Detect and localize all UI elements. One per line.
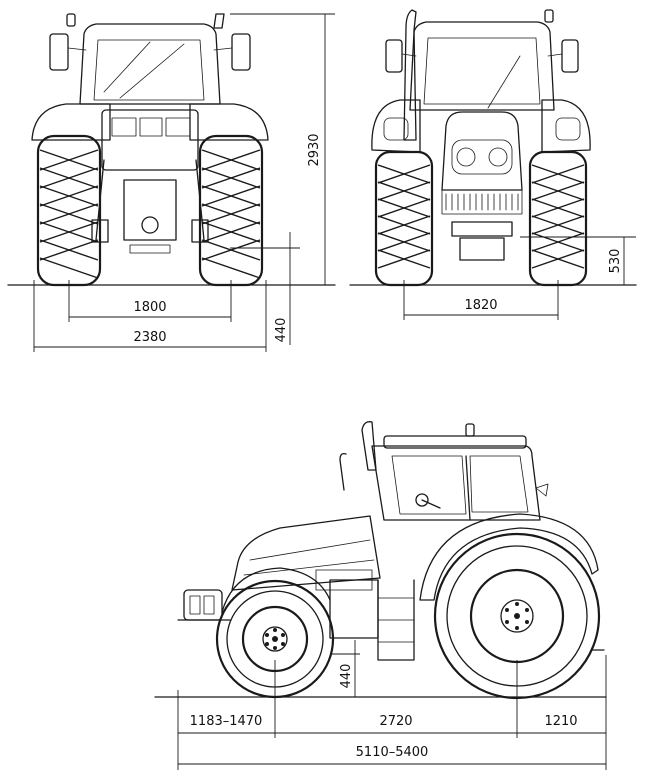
rear-cab (49, 13, 251, 105)
dim-side-ground-clearance: 440 (330, 640, 360, 697)
rear-hitch (91, 109, 209, 254)
side-steering-wheel (415, 493, 429, 507)
rear-exhaust (213, 13, 225, 29)
dim-front-track-label: 1820 (464, 298, 497, 313)
rear-left-beacon (66, 13, 76, 27)
dim-front-axle-clearance: 530 (520, 236, 636, 285)
dim-front-track: 1820 (403, 280, 559, 320)
dim-rear-overall-width-label: 2380 (133, 330, 166, 345)
dim-side-ground-clearance-label: 440 (339, 664, 354, 689)
dim-rear-overhang-label: 1210 (544, 714, 577, 729)
dim-rear-track: 1800 (68, 280, 232, 322)
dim-overall-height: 2930 (230, 13, 335, 285)
side-exhaust (361, 421, 377, 471)
front-right-mirror (561, 39, 579, 73)
dim-rear-track-label: 1800 (133, 300, 166, 315)
dim-overall-length: 5110–5400 (178, 745, 606, 765)
dim-side-segments: 1183–1470 2720 1210 (178, 714, 606, 734)
front-right-tyre (528, 150, 588, 287)
side-cab-roof (383, 435, 527, 449)
rear-view: 2930 440 1800 2380 (7, 13, 336, 352)
side-beacon (465, 423, 475, 437)
side-front-weights (177, 589, 231, 621)
rear-left-mirror (49, 33, 69, 71)
side-front-fender (221, 567, 331, 613)
dim-rear-ground-clearance: 440 (230, 232, 300, 345)
rear-left-fender (31, 103, 111, 141)
side-cab (339, 421, 549, 521)
rear-right-fender (189, 103, 269, 141)
rear-right-tyre (198, 134, 264, 287)
dim-rear-overall-width: 2380 (33, 280, 267, 352)
side-view: 440 1183–1470 2720 1210 5110–5400 (154, 421, 607, 770)
front-view: 530 1820 (349, 9, 637, 320)
front-beacon (544, 9, 554, 23)
rear-left-tyre (36, 134, 102, 287)
dim-wheelbase-label: 2720 (379, 714, 412, 729)
front-exhaust (403, 9, 417, 141)
dim-rear-ground-clearance-label: 440 (274, 318, 289, 343)
dim-overall-length-label: 5110–5400 (356, 745, 429, 760)
front-left-mirror (385, 39, 403, 73)
dim-front-axle-clearance-label: 530 (608, 249, 623, 274)
front-left-tyre (374, 150, 434, 287)
side-mirror-arm (339, 452, 347, 491)
dim-front-overhang-label: 1183–1470 (190, 714, 263, 729)
side-steps (329, 579, 415, 661)
front-cab (385, 9, 579, 141)
front-grille (383, 111, 581, 261)
rear-right-mirror (231, 33, 251, 71)
dim-overall-height-label: 2930 (307, 133, 322, 166)
side-rear-fender (419, 513, 599, 601)
side-hood (231, 515, 381, 591)
